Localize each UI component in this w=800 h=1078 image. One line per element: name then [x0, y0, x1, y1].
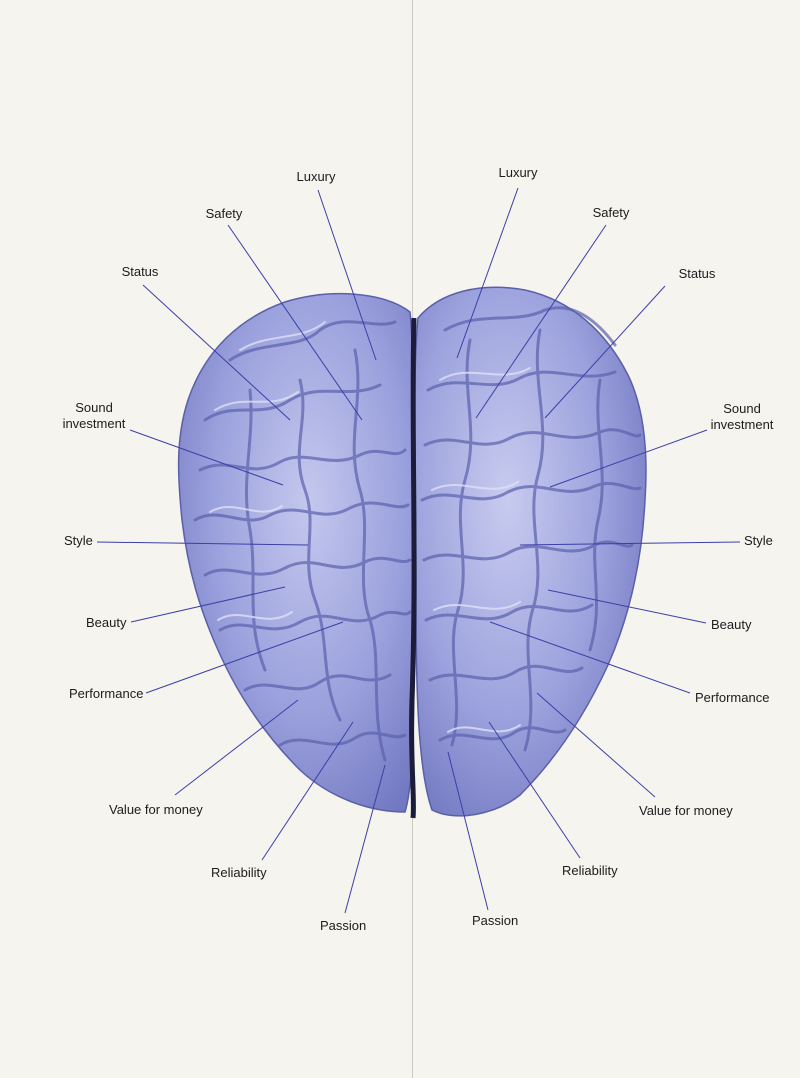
leader-line-left-value-for-money — [174, 699, 299, 796]
leader-line-right-beauty — [547, 589, 707, 624]
label-left-safety: Safety — [205, 206, 243, 221]
leader-line-right-sound-investment — [549, 429, 708, 488]
label-left-performance: Performance — [69, 686, 144, 701]
label-right-passion: Passion — [472, 913, 519, 928]
leader-lines — [96, 187, 741, 914]
leader-line-left-beauty — [130, 586, 286, 623]
leader-line-left-passion — [344, 764, 386, 914]
leader-line-left-performance — [145, 621, 344, 694]
label-left-reliability: Reliability — [211, 865, 267, 880]
leader-line-left-reliability — [261, 721, 354, 861]
label-left-value-for-money: Value for money — [109, 802, 203, 817]
leader-line-right-performance — [489, 621, 691, 694]
leader-line-left-luxury — [317, 189, 377, 361]
leader-line-left-safety — [227, 224, 363, 421]
label-right-performance: Performance — [695, 690, 770, 705]
brain-highlights — [209, 321, 531, 733]
label-left-style: Style — [64, 533, 93, 548]
brain-folds — [193, 306, 642, 762]
leader-line-right-reliability — [488, 721, 581, 859]
leader-line-right-value-for-money — [536, 692, 656, 798]
leader-line-right-passion — [447, 751, 489, 911]
central-fissure — [409, 317, 417, 819]
label-right-luxury: Luxury — [498, 165, 538, 180]
label-left-sound-investment: Sound investment — [62, 400, 126, 431]
leader-line-left-sound-investment — [129, 429, 284, 486]
label-right-sound-investment: Sound investment — [710, 401, 774, 432]
leader-line-right-safety — [475, 224, 607, 419]
label-right-safety: Safety — [592, 205, 630, 220]
label-right-style: Style — [744, 533, 773, 548]
label-right-reliability: Reliability — [562, 863, 618, 878]
label-left-luxury: Luxury — [296, 169, 336, 184]
label-left-status: Status — [121, 264, 159, 279]
leader-line-left-status — [142, 284, 291, 421]
leader-line-right-style — [519, 541, 741, 546]
label-right-value-for-money: Value for money — [639, 803, 733, 818]
brain-image — [177, 286, 647, 819]
label-left-passion: Passion — [320, 918, 367, 933]
leader-line-right-luxury — [456, 187, 519, 359]
leader-line-right-status — [544, 285, 666, 419]
leader-line-left-style — [96, 541, 309, 546]
label-left-beauty: Beauty — [86, 615, 127, 630]
label-right-beauty: Beauty — [711, 617, 752, 632]
label-right-status: Status — [678, 266, 716, 281]
